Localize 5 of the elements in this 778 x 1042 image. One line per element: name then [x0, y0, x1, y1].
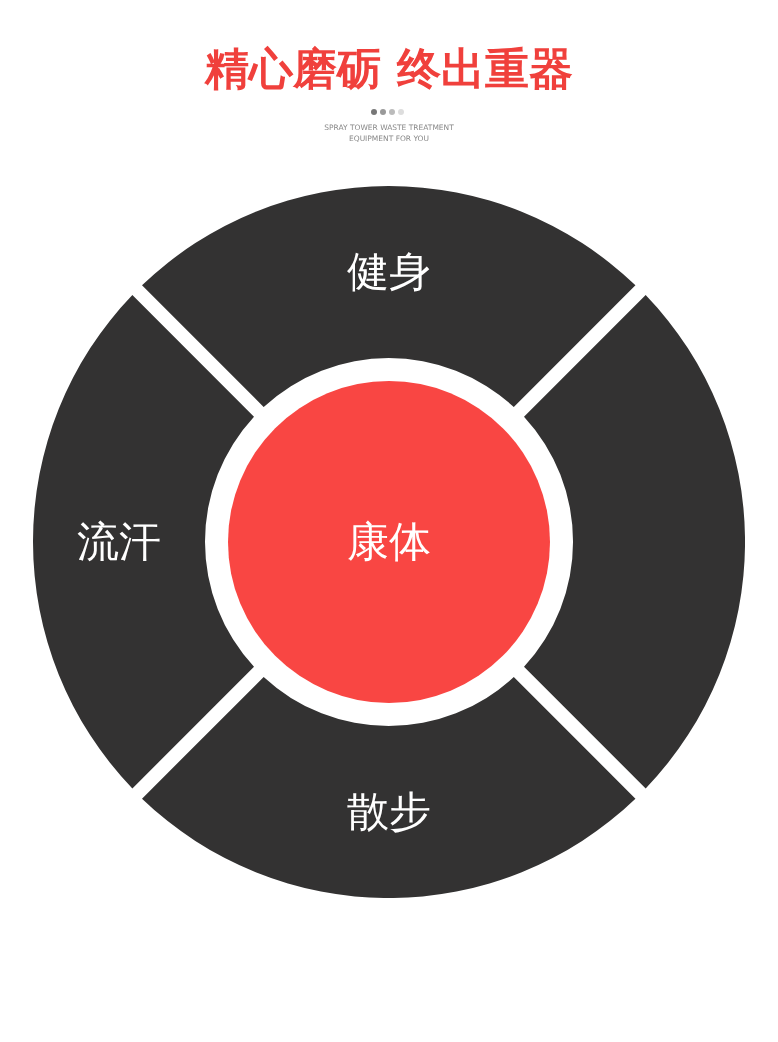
center-circle: 康体 — [228, 381, 550, 703]
segment-label: 流汗 — [77, 521, 161, 563]
segment-label: 散步 — [347, 791, 431, 833]
title: 精心磨砺 终出重器 — [203, 42, 574, 96]
segment-label: 健身 — [347, 251, 431, 293]
